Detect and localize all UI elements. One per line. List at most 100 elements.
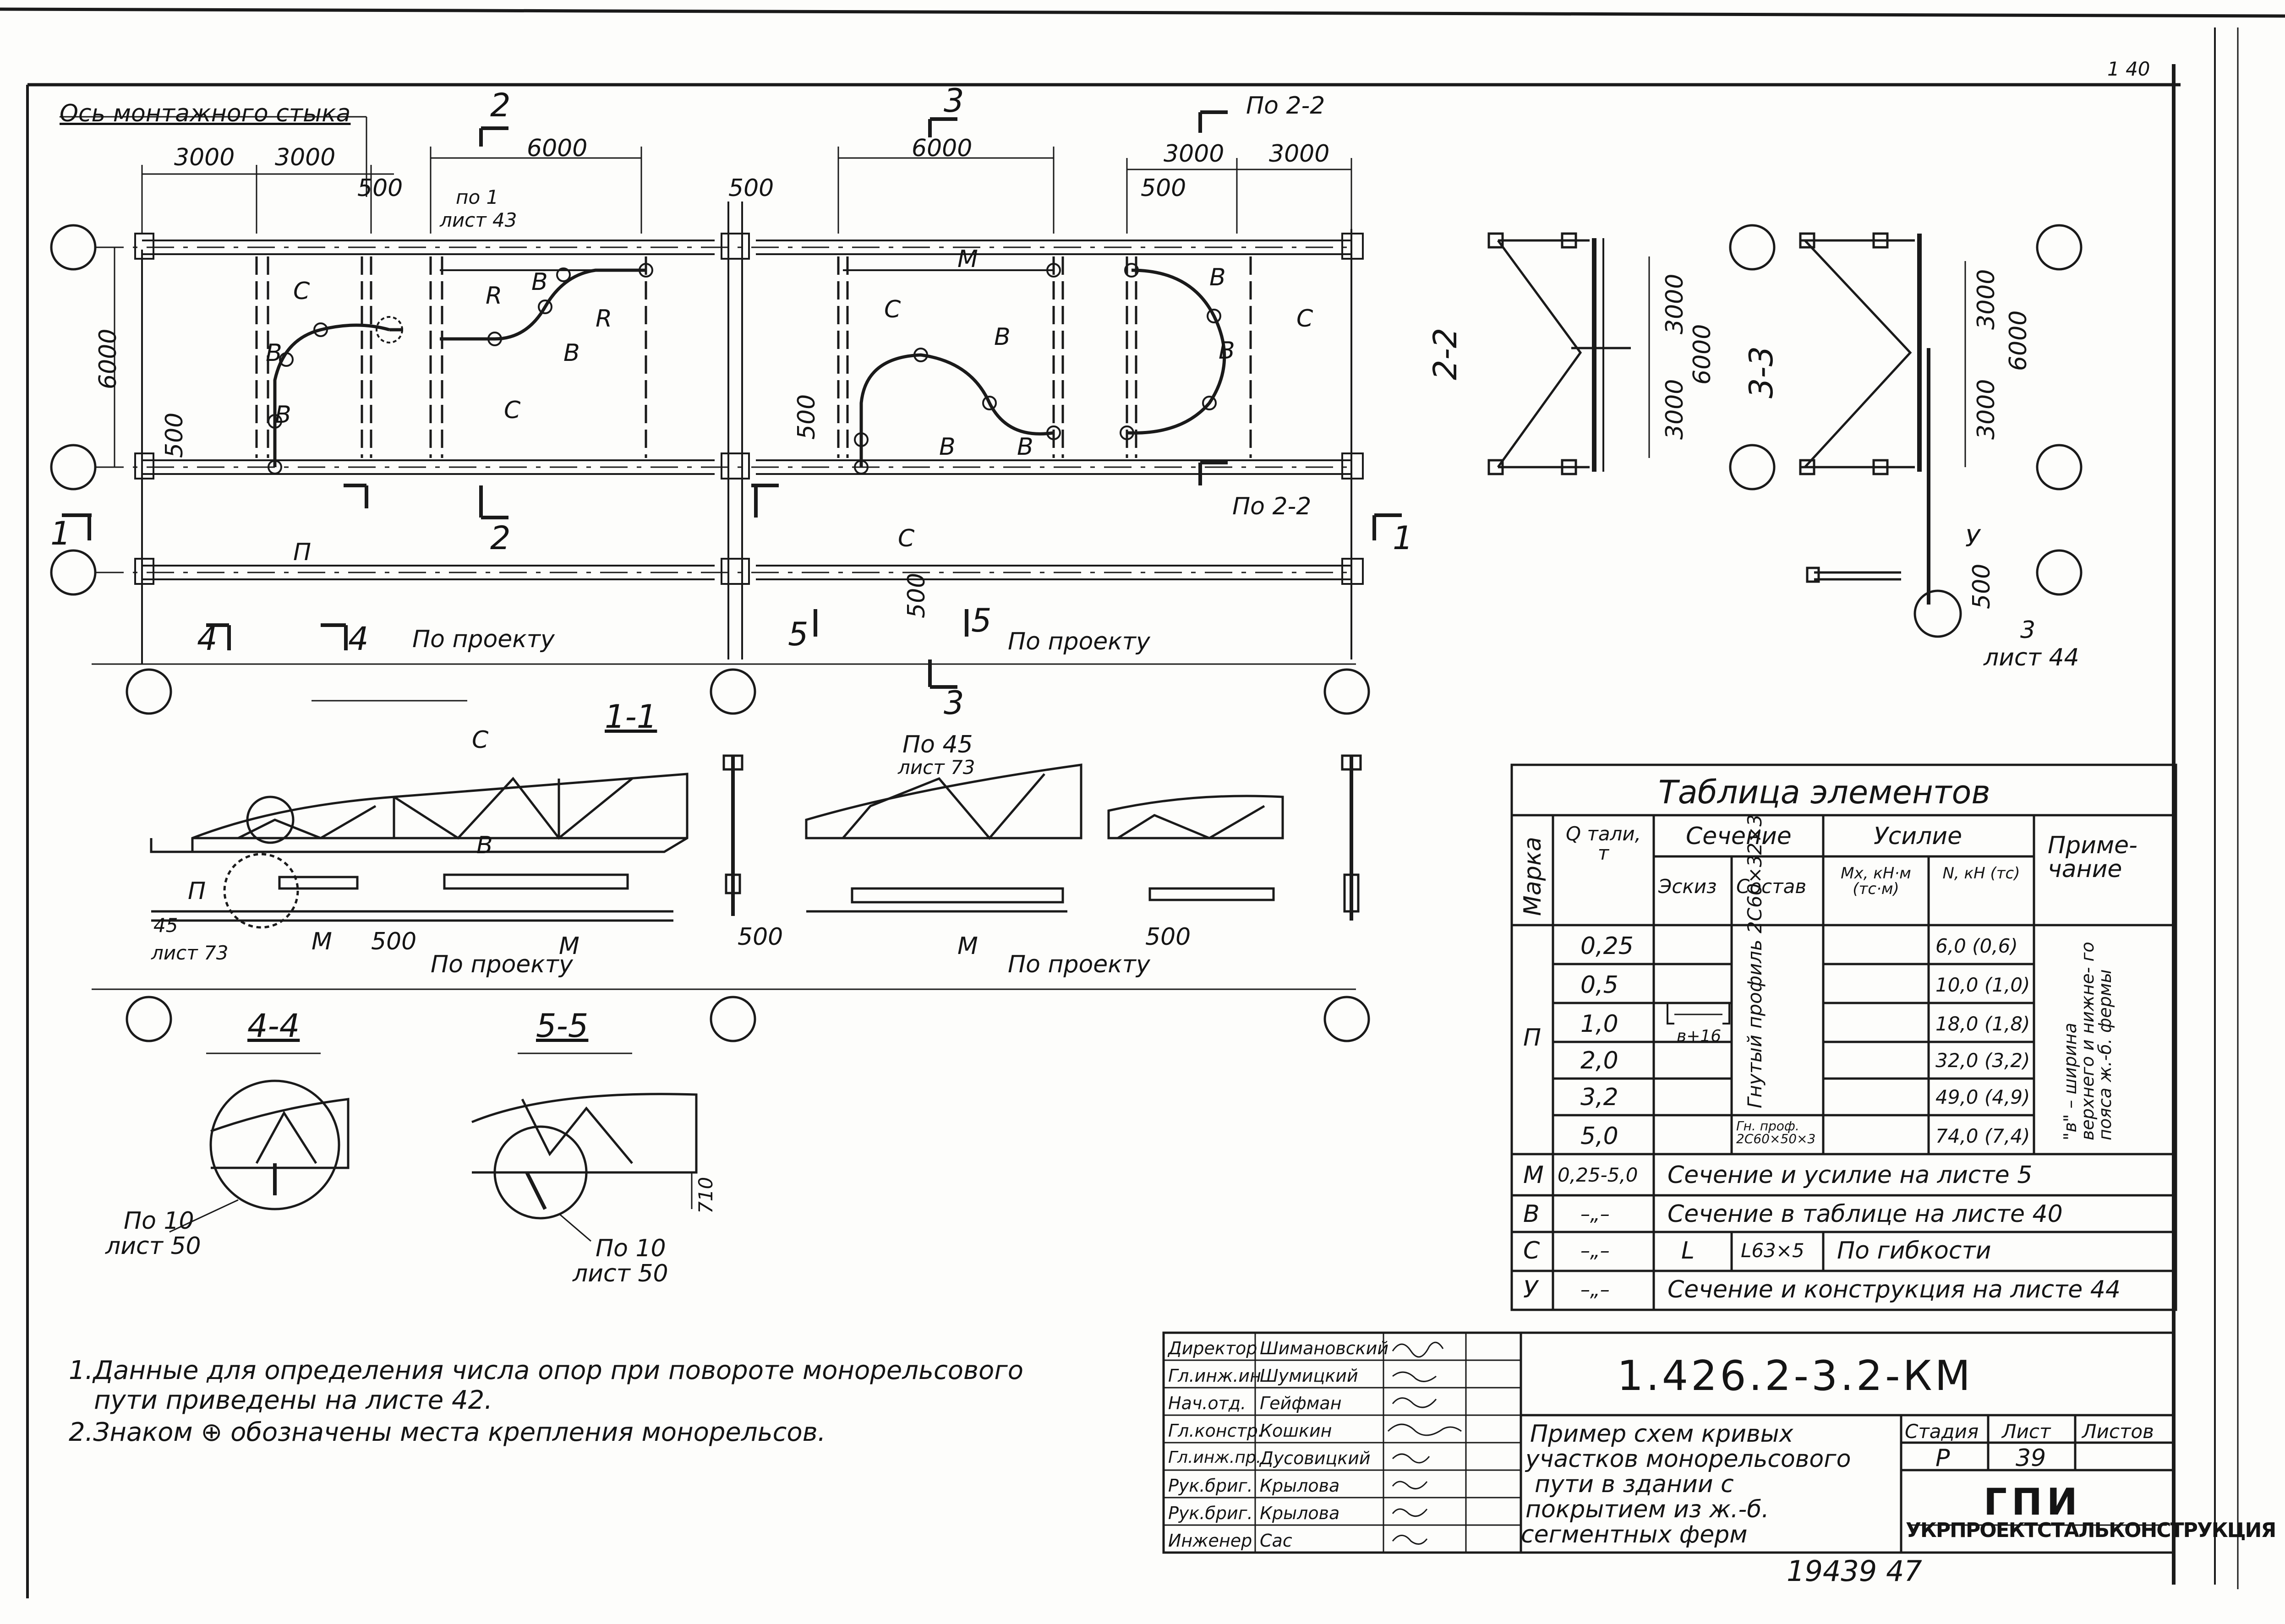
title-block-grid [1162,1331,2175,1554]
label-r-2: R [596,305,612,332]
side-dim-3000-d: 3000 [1973,379,2000,440]
table-mark-u: У [1523,1276,1538,1303]
section-title-4-4: 4-4 [247,1007,300,1045]
table-header-compose: Состав [1736,875,1807,898]
dim-500-d: 500 [371,928,417,955]
label-c-4: С [1296,305,1313,332]
table-q-1: 0,5 [1580,971,1618,999]
ref-po22-top: По 2-2 [1246,92,1325,120]
stage-value: Р [1935,1444,1950,1472]
table-header-mark: Марка [1519,836,1547,916]
table-header-note: Приме- чание [2048,832,2137,883]
name-1: Шумицкий [1260,1366,1358,1386]
table-header-force: Усилие [1874,823,1962,850]
dim-500-f: 500 [1145,923,1191,951]
label-b-3: В [563,339,580,367]
table-q-4: 3,2 [1580,1084,1618,1111]
role-5: Рук.бриг. [1168,1476,1253,1496]
label-b-1: В [266,339,282,367]
section-mark-2-bottom: 2 [490,519,511,557]
ref-list44: лист 44 [1984,644,2079,671]
label-m-3: М [957,932,978,960]
title-desc-3: покрытием из ж.-б. [1525,1496,1769,1523]
dim-top-6000-b: 6000 [912,135,973,162]
ref-po1: по 1 [456,186,499,208]
name-4: Дусовицкий [1260,1448,1371,1468]
org-logo-1: ГПИ [1984,1481,2082,1523]
table-compose-c: L63×5 [1741,1239,1804,1262]
section-cuts [62,110,1402,689]
title-desc-0: Пример схем кривых [1530,1420,1793,1448]
ref-list73: лист 73 [151,942,229,964]
table-profile-1: Гнутый профиль 2С60×32×3 [1744,814,1766,1108]
title-desc-4: сегментных ферм [1521,1521,1748,1548]
note-line-3: 2.Знаком ⊕ обозначены места крепления мо… [69,1417,826,1447]
table-header-n: N, кН (тс) [1942,864,2020,883]
label-b-7: В [1017,433,1033,461]
section-1-1 [92,700,1362,990]
section-mark-1-right: 1 [1393,519,1413,557]
section-5-5 [471,1052,698,1242]
label-u: У [1965,525,1980,552]
section-title-1-1: 1-1 [605,698,657,736]
header-sheet: Лист [2002,1420,2051,1443]
table-text-m: Сечение и усилие на листе 5 [1667,1161,2033,1189]
signatures [1387,1341,1462,1545]
section-title-5-5: 5-5 [536,1007,589,1045]
table-n-4: 49,0 (4,9) [1935,1086,2030,1108]
title-desc-2: пути в здании с [1535,1471,1734,1498]
name-3: Кошкин [1260,1421,1332,1441]
role-0: Директор [1168,1338,1257,1358]
note-line-2: пути приведены на листе 42. [94,1385,493,1415]
dim-500-side-a: 500 [161,412,188,458]
axis-label: Ось монтажного стыка [60,100,351,127]
ref-45: 45 [153,914,178,937]
ref-po22-bottom: По 2-2 [1232,493,1312,520]
table-n-3: 32,0 (3,2) [1935,1049,2030,1072]
section-mark-4-right: 4 [348,620,369,658]
ref-po45: По 45 [902,731,973,758]
table-mark-c: С [1523,1237,1540,1264]
role-7: Инженер [1168,1531,1252,1551]
dim-top-3000-d: 3000 [1269,140,1330,168]
corner-number: 1 40 [2107,58,2150,80]
label-r-1: R [486,282,503,310]
table-q-v: –„– [1580,1203,1610,1225]
ref-po10-a: По 10 [124,1207,194,1235]
dim-500-side-c: 500 [903,572,930,618]
name-7: Сас [1260,1531,1292,1551]
table-mark-m: М [1523,1161,1544,1189]
table-title: Таблица элементов [1658,774,1990,811]
table-sketch-dim: в+16 [1677,1027,1722,1046]
table-q-m: 0,25-5,0 [1558,1164,1638,1186]
table-header-sketch: Эскиз [1658,875,1717,898]
table-n-0: 6,0 (0,6) [1935,935,2018,957]
ref-po10-b: По 10 [596,1235,666,1262]
org-logo-2: УКРПРОЕКТСТАЛЬКОНСТРУКЦИЯ [1906,1519,2276,1542]
name-0: Шимановский [1260,1338,1389,1358]
ref-list43: лист 43 [440,209,517,231]
dim-500-e: 500 [738,923,783,951]
plan-dimensions [60,116,1352,467]
table-mark-v: В [1523,1200,1540,1228]
table-header-q: Q тали, т [1565,823,1641,864]
table-text-c: По гибкости [1837,1237,1991,1264]
label-b-8: В [1209,264,1226,291]
ref-list50-b: лист 50 [573,1260,668,1287]
table-q-c: –„– [1580,1239,1610,1262]
po-proektu-4: По проекту [1008,951,1150,978]
bottom-numbers: 19439 47 [1787,1554,1922,1588]
table-note-p: "в" – ширина верхнего и нижне- го пояса … [2060,942,2115,1140]
table-n-1: 10,0 (1,0) [1935,974,2030,996]
drawing-code: 1.426.2-3.2-КМ [1617,1352,1973,1400]
side-dim-3000-c: 3000 [1973,269,2000,330]
dim-500-a: 500 [357,174,403,202]
table-text-v: Сечение в таблице на листе 40 [1667,1200,2063,1228]
section-mark-5-right: 5 [971,602,992,639]
label-b-2: В [275,401,291,429]
dim-500-side-b: 500 [793,394,820,440]
table-header-mx: Mx, кН·м (тс·м) [1841,864,1911,898]
role-3: Гл.констр. [1168,1421,1263,1441]
